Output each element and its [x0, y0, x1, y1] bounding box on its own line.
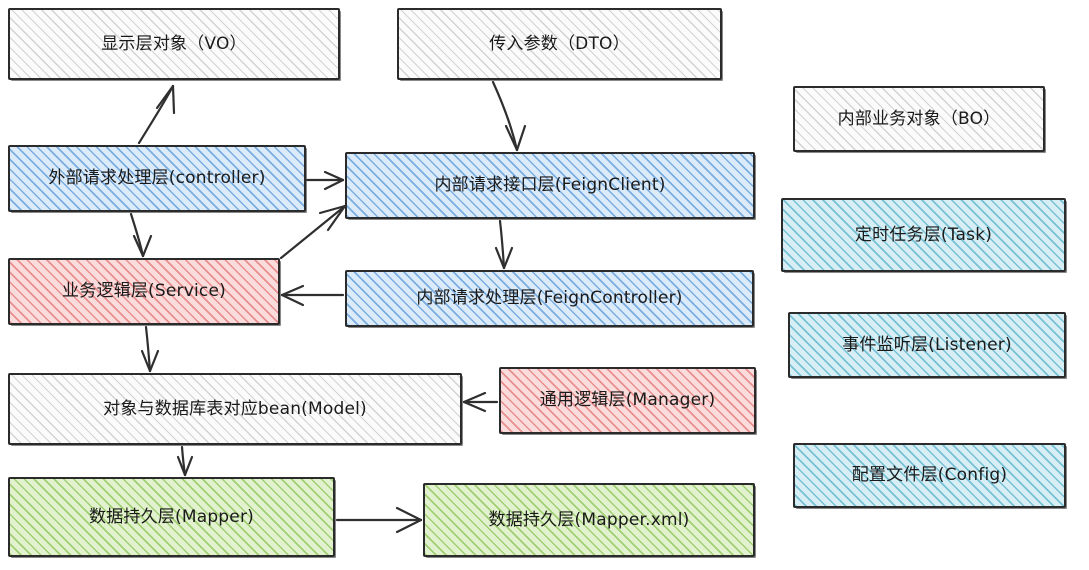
node-feigncontroller-label: 内部请求处理层(FeignController) — [416, 288, 683, 309]
edge-controller-to-service — [129, 212, 153, 258]
edge-dto-to-feignclient — [491, 80, 527, 152]
node-bo-label: 内部业务对象（BO） — [837, 108, 1001, 129]
edge-feigncontroller-to-service — [280, 284, 345, 307]
edge-mapper-to-mapperxml — [335, 506, 423, 534]
node-vo[interactable]: 显示层对象（VO） — [8, 8, 340, 80]
node-manager[interactable]: 通用逻辑层(Manager) — [499, 367, 756, 434]
node-vo-label: 显示层对象（VO） — [101, 33, 247, 54]
node-service-label: 业务逻辑层(Service) — [62, 281, 226, 302]
edge-feignclient-to-feigncontroller — [494, 219, 514, 270]
node-task[interactable]: 定时任务层(Task) — [781, 198, 1066, 272]
node-mapper-label: 数据持久层(Mapper) — [89, 506, 254, 527]
node-config-label: 配置文件层(Config) — [851, 465, 1008, 486]
node-manager-label: 通用逻辑层(Manager) — [539, 390, 716, 411]
edge-controller-to-vo — [137, 84, 176, 145]
edge-manager-to-model — [462, 391, 499, 413]
node-task-label: 定时任务层(Task) — [854, 224, 993, 245]
edge-service-to-model — [140, 325, 160, 373]
node-controller-label: 外部请求处理层(controller) — [48, 168, 266, 189]
node-dto-label: 传入参数（DTO） — [489, 33, 630, 54]
edge-service-to-feignclient — [279, 204, 347, 260]
node-feignclient-label: 内部请求接口层(FeignClient) — [434, 175, 666, 196]
node-listener-label: 事件监听层(Listener) — [842, 334, 1012, 355]
node-mapperxml-label: 数据持久层(Mapper.xml) — [488, 509, 690, 530]
node-listener[interactable]: 事件监听层(Listener) — [788, 312, 1066, 378]
node-mapper[interactable]: 数据持久层(Mapper) — [8, 477, 335, 557]
node-mapperxml[interactable]: 数据持久层(Mapper.xml) — [423, 483, 755, 557]
node-feigncontroller[interactable]: 内部请求处理层(FeignController) — [345, 270, 754, 327]
edge-controller-to-feignclient — [305, 170, 345, 191]
edge-model-to-mapper — [176, 445, 194, 477]
node-model-label: 对象与数据库表对应bean(Model) — [103, 398, 367, 419]
node-bo[interactable]: 内部业务对象（BO） — [793, 86, 1045, 152]
node-feignclient[interactable]: 内部请求接口层(FeignClient) — [345, 152, 755, 219]
node-config[interactable]: 配置文件层(Config) — [793, 443, 1066, 508]
node-model[interactable]: 对象与数据库表对应bean(Model) — [8, 373, 462, 445]
node-service[interactable]: 业务逻辑层(Service) — [8, 258, 280, 325]
node-controller[interactable]: 外部请求处理层(controller) — [8, 145, 306, 212]
node-dto[interactable]: 传入参数（DTO） — [397, 8, 722, 80]
